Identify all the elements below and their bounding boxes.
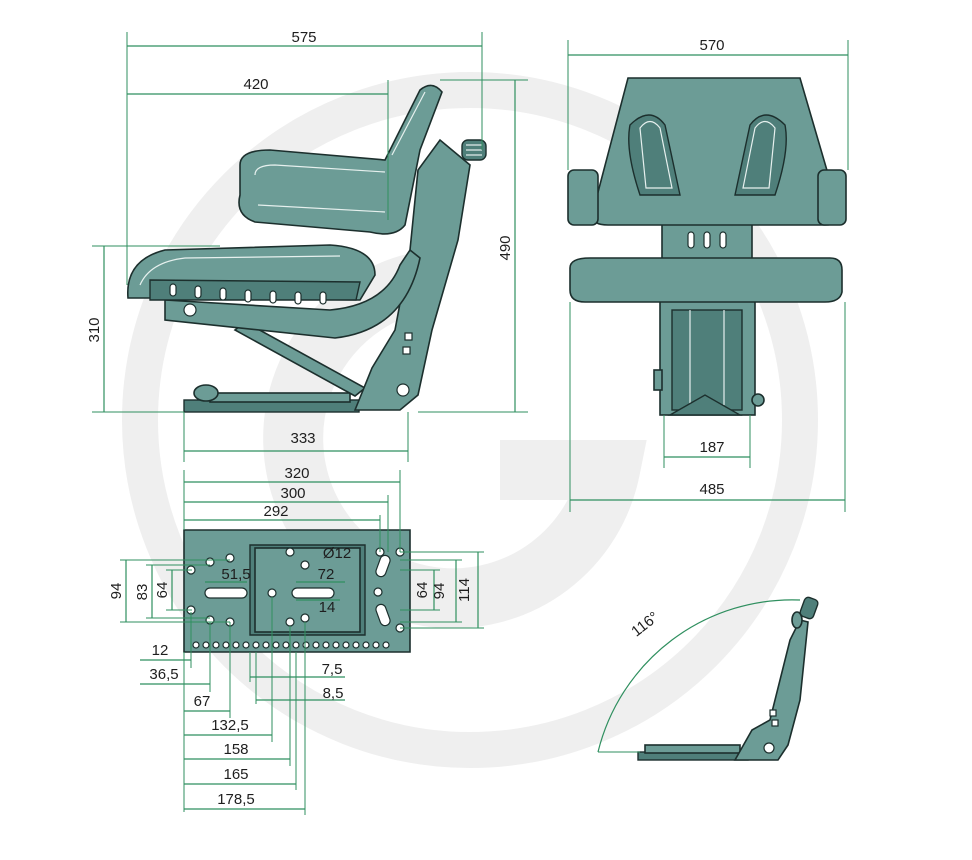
dim-label-94-left: 94: [108, 583, 125, 600]
dim-label-485: 485: [699, 481, 724, 498]
front-dim-485: 485: [569, 302, 846, 512]
cushion-vents: [169, 283, 327, 305]
dim-label-158: 158: [223, 741, 248, 758]
dim-label-angle: 116°: [628, 609, 662, 641]
dim-label-333: 333: [290, 430, 315, 447]
plate-dim-300: 300: [184, 485, 389, 552]
dim-label-187: 187: [699, 439, 724, 456]
dim-label-320: 320: [284, 465, 309, 482]
front-dim-187: 187: [663, 415, 751, 468]
front-dim-570: 570: [567, 37, 849, 170]
plate-interior-dims: Ø12 51,5 72 14: [205, 545, 351, 616]
dim-label-67: 67: [194, 693, 211, 710]
dim-label-165: 165: [223, 766, 248, 783]
side-dim-490: 490: [418, 79, 528, 413]
plate-dim-292: 292: [184, 503, 381, 552]
dim-label-51-5: 51,5: [221, 566, 250, 583]
dim-label-94-right: 94: [431, 583, 448, 600]
dim-label-570: 570: [699, 37, 724, 54]
front-view-seat: [567, 77, 847, 416]
dim-label-292: 292: [263, 503, 288, 520]
plate-left-heights: 94 83 64: [108, 559, 230, 623]
dim-label-36-5: 36,5: [149, 666, 178, 683]
dim-label-300: 300: [280, 485, 305, 502]
side-dim-575: 575: [126, 29, 483, 285]
dim-label-72: 72: [318, 566, 335, 583]
edge-holes: [192, 641, 390, 649]
dim-label-132-5: 132,5: [211, 717, 249, 734]
side-dim-420: 420: [127, 76, 389, 220]
dim-label-hole-diameter: Ø12: [323, 545, 351, 562]
dim-label-178-5: 178,5: [217, 791, 255, 808]
side-dim-333: 333: [183, 412, 409, 462]
dim-label-575: 575: [291, 29, 316, 46]
dim-label-8-5: 8,5: [323, 685, 344, 702]
dim-label-12: 12: [152, 642, 169, 659]
dim-label-490: 490: [497, 235, 514, 260]
dim-label-83: 83: [134, 584, 151, 601]
column-slots: [687, 231, 727, 249]
side-view-seat: [127, 84, 487, 413]
plate-bottom-offsets: 12 36,5 67 132,5 158 165 178,5 7,5 8,5: [140, 597, 345, 815]
side-dim-310: 310: [86, 245, 220, 413]
dim-label-310: 310: [86, 317, 103, 342]
dim-label-420: 420: [243, 76, 268, 93]
base-plate: [183, 529, 411, 653]
dim-label-14: 14: [319, 599, 336, 616]
dim-label-114: 114: [456, 578, 473, 602]
tilt-view-seat: [637, 596, 819, 761]
dim-label-64-left: 64: [154, 582, 171, 599]
dim-label-64-right: 64: [414, 582, 431, 599]
dim-label-7-5: 7,5: [322, 661, 343, 678]
plate-right-heights: 64 94 114: [400, 551, 484, 629]
